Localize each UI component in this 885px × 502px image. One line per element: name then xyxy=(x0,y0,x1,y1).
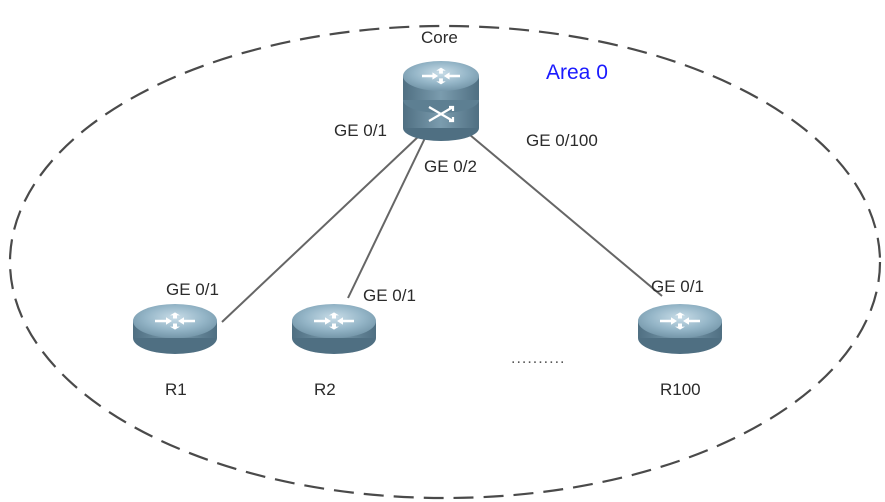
switch-arrows-icon xyxy=(428,105,455,123)
more-routers-ellipsis: .......... xyxy=(511,350,565,367)
link-core-r1 xyxy=(221,134,421,323)
area-label: Area 0 xyxy=(546,61,608,84)
core-port-label-1: GE 0/1 xyxy=(334,121,387,140)
r100-label: R100 xyxy=(660,380,701,399)
r1-port-label: GE 0/1 xyxy=(166,280,219,299)
r1-label: R1 xyxy=(165,380,187,399)
link-core-r100 xyxy=(469,134,663,297)
core-switch-router-icon xyxy=(403,61,479,141)
core-port-label-3: GE 0/100 xyxy=(526,131,598,150)
r2-port-label: GE 0/1 xyxy=(363,286,416,305)
router-icon-r2 xyxy=(292,304,376,354)
link-core-r2 xyxy=(347,137,426,299)
router-icon-r100 xyxy=(638,304,722,354)
area-boundary xyxy=(8,24,882,500)
core-port-label-2: GE 0/2 xyxy=(424,157,477,176)
router-icon-r1 xyxy=(133,304,217,354)
links xyxy=(221,134,663,323)
core-label: Core xyxy=(421,28,458,47)
r100-port-label: GE 0/1 xyxy=(651,277,704,296)
r2-label: R2 xyxy=(314,380,336,399)
